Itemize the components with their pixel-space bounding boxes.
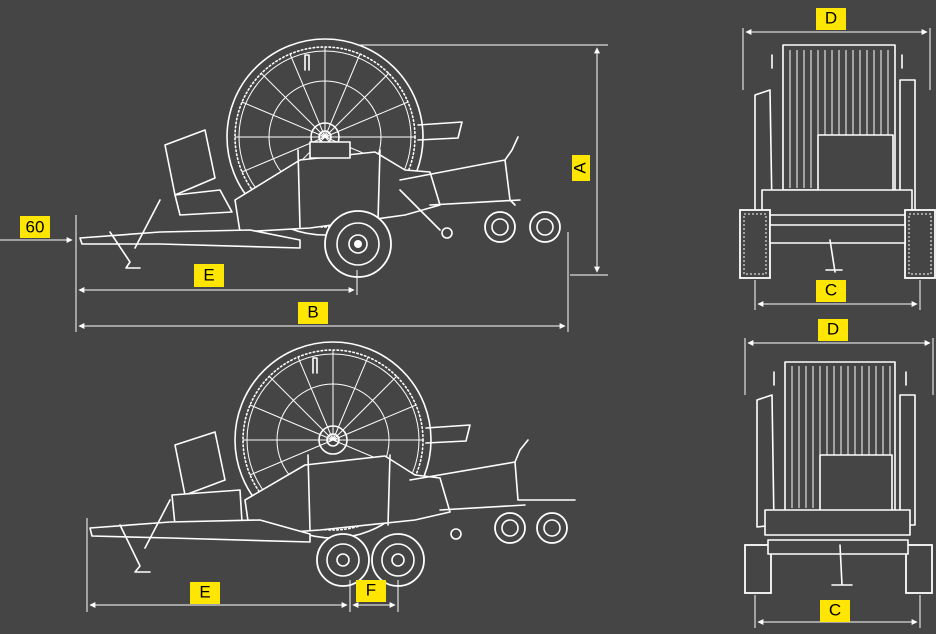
- label-F: F: [366, 580, 376, 599]
- label-A-box: [572, 155, 590, 181]
- main-wheel: [324, 210, 392, 278]
- label-D-2: D: [827, 319, 839, 338]
- label-C-2: C: [829, 600, 841, 619]
- label-C2-box: [820, 600, 850, 622]
- right-tire-2: [905, 544, 933, 594]
- right-tire: [904, 209, 936, 279]
- label-B-box: [298, 302, 328, 324]
- side-view-single-axle: A E B 60: [0, 38, 608, 332]
- frame-beam: [79, 229, 301, 249]
- label-C-box: [816, 280, 846, 302]
- hose-cart: [399, 136, 521, 231]
- left-tire: [739, 209, 771, 279]
- front-view-tandem-axle: D C: [744, 319, 934, 628]
- tandem-wheel-rear: [371, 533, 425, 587]
- label-E-box: [194, 264, 224, 287]
- label-F-box: [356, 580, 386, 602]
- side-view-tandem-axle: E F: [86, 341, 576, 612]
- label-B: B: [307, 302, 318, 321]
- label-D-box: [816, 8, 846, 30]
- front-view-single-axle: D C: [739, 8, 936, 310]
- label-A: A: [570, 162, 589, 174]
- tandem-wheel-front: [316, 533, 370, 587]
- gearbox-2: [174, 431, 226, 496]
- label-60: 60: [26, 217, 45, 236]
- label-60-box: [20, 216, 50, 238]
- label-D2-box: [818, 319, 848, 341]
- hose-cart-2: [409, 439, 576, 511]
- left-tire-2: [744, 544, 772, 594]
- label-E2-box: [190, 582, 220, 604]
- label-D: D: [825, 8, 837, 27]
- label-C: C: [825, 280, 837, 299]
- gearbox: [164, 129, 216, 196]
- label-E-2: E: [199, 582, 210, 601]
- frame-beam-2: [89, 519, 311, 543]
- label-E: E: [203, 265, 214, 284]
